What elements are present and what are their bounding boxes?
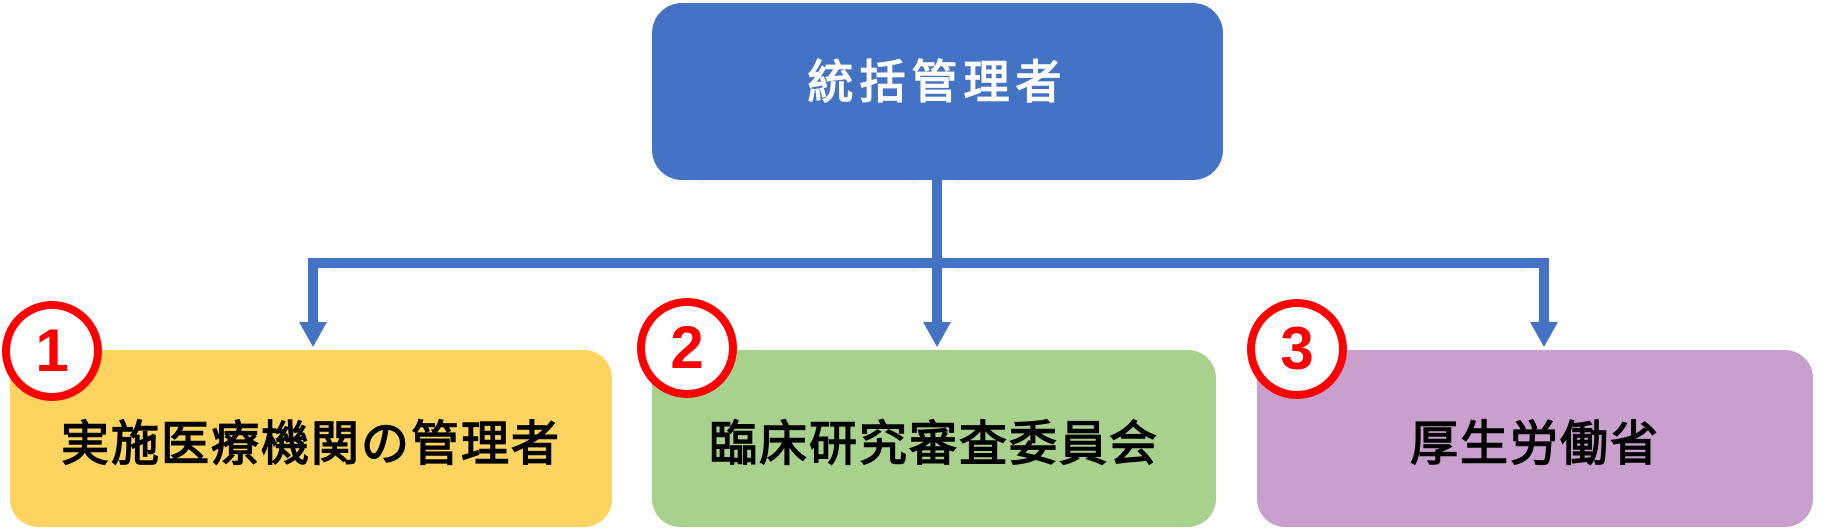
badge-3-number: 3 — [1280, 315, 1314, 382]
badge-1-number: 1 — [35, 317, 69, 384]
badge-2-number: 2 — [670, 314, 704, 381]
child-box-1-label: 実施医療機関の管理者 — [60, 417, 561, 471]
arrow-down-icon-left — [299, 322, 327, 347]
root-box-supervising-manager: 統括管理者 — [652, 3, 1223, 180]
connector-horizontal-line — [308, 258, 1549, 268]
number-badge-2: 2 — [637, 298, 737, 398]
connector-stem-middle — [932, 180, 942, 323]
child-box-clinical-research-review-committee: 臨床研究審査委員会 — [652, 350, 1216, 527]
arrow-down-icon-right — [1530, 322, 1558, 347]
child-box-ministry-of-health-labour-welfare: 厚生労働省 — [1257, 350, 1813, 527]
arrow-down-icon-middle — [923, 322, 951, 347]
connector-stem-left — [308, 258, 318, 323]
child-box-implementing-medical-institution-manager: 実施医療機関の管理者 — [10, 350, 612, 527]
number-badge-1: 1 — [2, 301, 102, 401]
child-box-3-label: 厚生労働省 — [1409, 417, 1660, 471]
number-badge-3: 3 — [1247, 299, 1347, 399]
connector-stem-right — [1539, 258, 1549, 323]
child-box-2-label: 臨床研究審査委員会 — [708, 417, 1159, 471]
root-box-label: 統括管理者 — [807, 55, 1068, 108]
